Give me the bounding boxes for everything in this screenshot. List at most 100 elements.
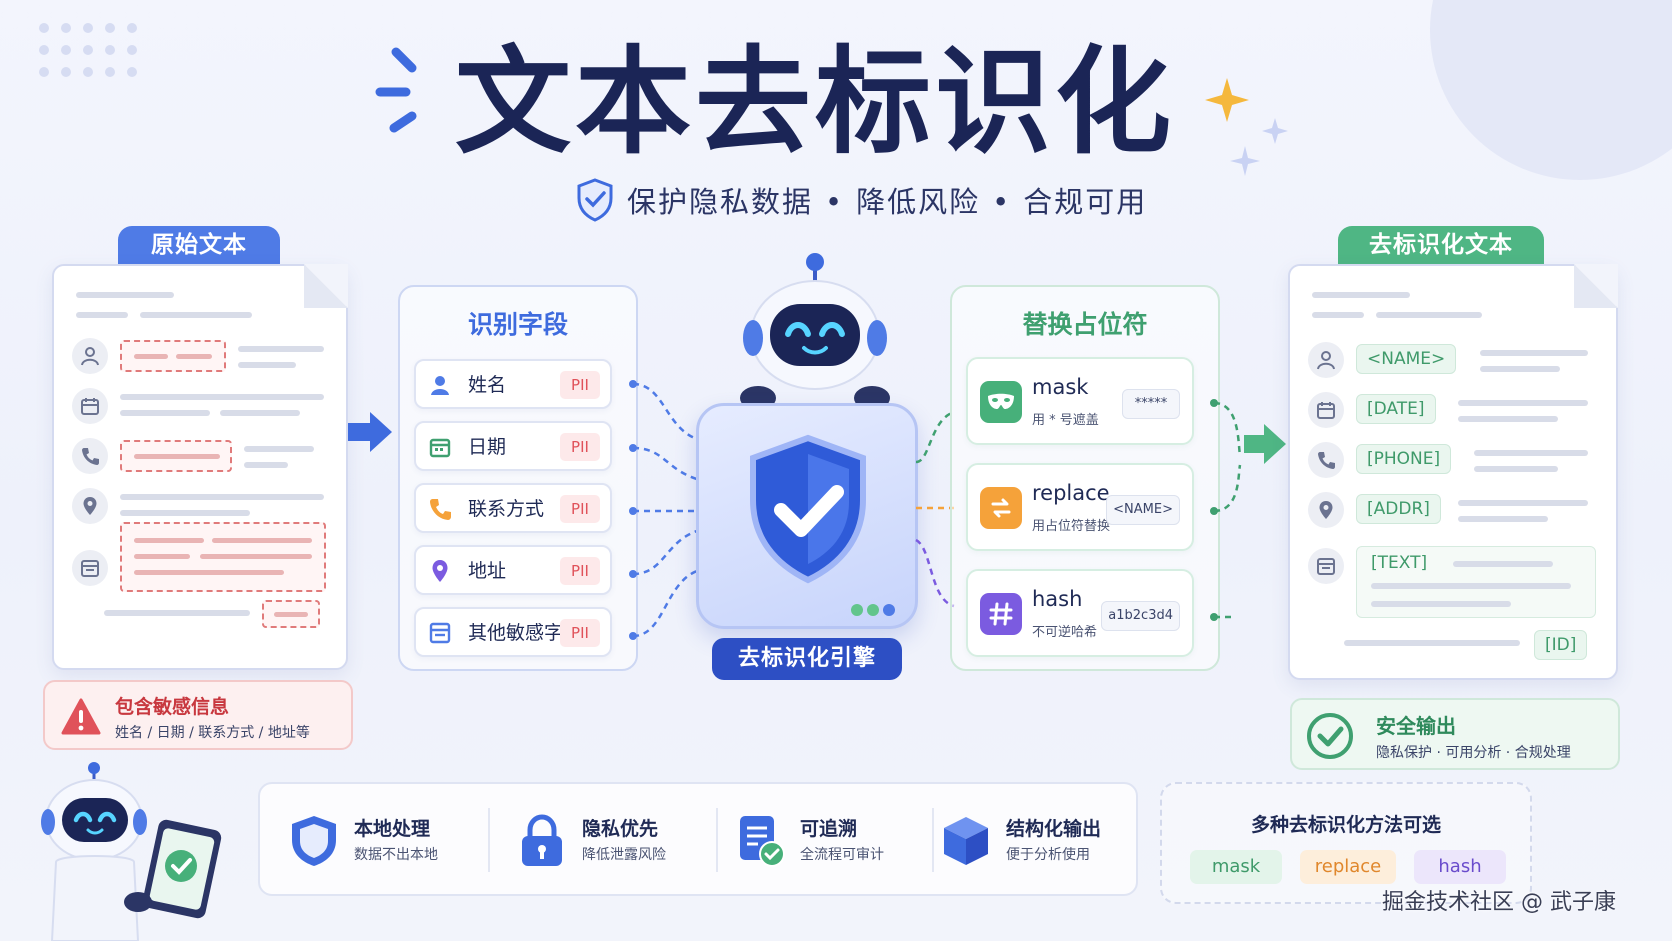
feature-description: 便于分析使用 <box>1006 847 1090 863</box>
flow-arrow-right-icon <box>348 412 392 452</box>
pii-badge: PII <box>560 557 600 585</box>
page-subtitle: 保护隐私数据•降低风险•合规可用 <box>575 178 1147 222</box>
method-example: a1b2c3d4 <box>1101 601 1180 631</box>
placeholder-phone-tag: [PHONE] <box>1356 444 1452 474</box>
person-icon <box>431 376 449 395</box>
page-fold-icon <box>304 264 348 308</box>
original-text-document <box>52 264 348 670</box>
sensitive-name-field <box>120 340 226 372</box>
pii-badge: PII <box>560 619 600 647</box>
feature-title: 可追溯 <box>800 818 858 840</box>
field-item-name[interactable]: 姓名 PII <box>414 359 612 409</box>
methods-options-box: 多种去标识化方法可选 mask replace hash <box>1160 782 1532 904</box>
method-pill-hash[interactable]: hash <box>1414 850 1506 884</box>
placeholder-text-block: [TEXT] <box>1356 546 1596 618</box>
calendar-icon <box>72 388 108 424</box>
engine-block <box>696 403 918 629</box>
safe-output-title: 安全输出 <box>1376 714 1456 738</box>
location-pin-icon <box>432 560 448 582</box>
placeholder-address-tag: [ADDR] <box>1356 494 1441 524</box>
method-replace[interactable]: replace 用占位符替换 <NAME> <box>966 463 1194 551</box>
feature-title: 结构化输出 <box>1006 818 1102 840</box>
method-hash[interactable]: hash 不可逆哈希 a1b2c3d4 <box>966 569 1194 657</box>
identify-fields-title: 识别字段 <box>467 310 568 339</box>
feature-local-processing: 本地处理 数据不出本地 <box>288 814 478 868</box>
page-title: 文本去标识化 <box>455 35 1175 170</box>
phone-icon <box>1308 442 1344 478</box>
placeholder-name-tag: <NAME> <box>1356 344 1457 374</box>
lock-icon <box>522 814 562 866</box>
field-label: 日期 <box>468 436 507 458</box>
field-item-date[interactable]: 日期 PII <box>414 421 612 471</box>
method-mask[interactable]: mask 用 * 号遮盖 ***** <box>966 357 1194 445</box>
field-item-contact[interactable]: 联系方式 PII <box>414 483 612 533</box>
robot-mascot <box>740 253 890 410</box>
feature-structured-output: 结构化输出 便于分析使用 <box>940 814 1130 868</box>
shield-check-icon <box>750 434 866 584</box>
method-connectors <box>915 410 955 608</box>
engine-label: 去标识化引擎 <box>712 638 902 680</box>
mask-icon <box>980 381 1022 423</box>
field-item-address[interactable]: 地址 PII <box>414 545 612 595</box>
methods-options-title: 多种去标识化方法可选 <box>1250 814 1441 836</box>
sensitive-phone-field <box>120 440 232 472</box>
subtitle-part-risk: 降低风险 <box>856 185 981 219</box>
hash-icon <box>980 593 1022 635</box>
field-item-other[interactable]: 其他敏感字段 PII <box>414 607 612 657</box>
note-icon <box>1308 548 1344 584</box>
sensitive-info-warning: 包含敏感信息 姓名 / 日期 / 联系方式 / 地址等 <box>43 680 353 750</box>
calendar-icon <box>1308 392 1344 428</box>
deidentified-text-tab: 去标识化文本 <box>1338 226 1544 266</box>
field-label: 其他敏感字段 <box>468 622 583 644</box>
placeholder-id-tag: [ID] <box>1534 630 1588 660</box>
feature-privacy-first: 隐私优先 降低泄露风险 <box>516 814 706 868</box>
check-circle-icon <box>1307 713 1353 759</box>
calendar-icon <box>429 438 451 458</box>
field-label: 联系方式 <box>468 498 545 520</box>
page-fold-icon <box>1574 264 1618 308</box>
feature-description: 数据不出本地 <box>354 847 438 863</box>
method-pill-mask[interactable]: mask <box>1190 850 1282 884</box>
safe-output-box: 安全输出 隐私保护 · 可用分析 · 合规处理 <box>1290 698 1620 770</box>
decor-dots-left <box>39 23 137 77</box>
shield-icon <box>292 816 336 866</box>
title-sparkle-lines-icon <box>375 47 417 133</box>
method-pill-replace[interactable]: replace <box>1300 850 1396 884</box>
subtitle-part-compliance: 合规可用 <box>1023 185 1148 219</box>
feature-title: 本地处理 <box>354 818 431 840</box>
location-pin-icon <box>1308 492 1344 528</box>
method-example: ***** <box>1122 389 1180 419</box>
swap-icon <box>980 487 1022 529</box>
person-icon <box>1308 342 1344 378</box>
original-text-tab: 原始文本 <box>118 226 280 266</box>
audit-doc-icon <box>740 816 785 867</box>
placeholder-date-tag: [DATE] <box>1356 394 1436 424</box>
output-connectors <box>1210 399 1242 621</box>
method-description: 用 * 号遮盖 <box>1032 413 1099 428</box>
safe-output-description: 隐私保护 · 可用分析 · 合规处理 <box>1376 745 1571 761</box>
sensitive-id-field <box>262 600 320 628</box>
placeholder-text-tag: [TEXT] <box>1371 553 1428 573</box>
location-pin-icon <box>72 488 108 524</box>
field-label: 姓名 <box>468 374 507 396</box>
sparkle-icon <box>1205 78 1288 176</box>
pii-badge: PII <box>560 495 600 523</box>
method-description: 不可逆哈希 <box>1032 625 1098 640</box>
feature-description: 降低泄露风险 <box>582 847 666 863</box>
pii-badge: PII <box>560 371 600 399</box>
flow-arrow-right-icon <box>1244 424 1286 464</box>
feature-bar: 本地处理 数据不出本地 隐私优先 降低泄露风险 可追溯 全流程可审计 <box>258 782 1138 896</box>
sensitive-text-block <box>120 522 326 592</box>
pii-badge: PII <box>560 433 600 461</box>
note-icon <box>72 550 108 586</box>
method-description: 用占位符替换 <box>1032 519 1111 534</box>
shield-check-icon <box>577 178 613 222</box>
field-label: 地址 <box>468 560 507 582</box>
phone-icon <box>430 499 451 520</box>
feature-description: 全流程可审计 <box>800 847 884 863</box>
warning-triangle-icon <box>61 698 101 735</box>
subtitle-separator: • <box>992 185 1012 219</box>
decor-circle <box>1430 0 1672 180</box>
person-icon <box>72 338 108 374</box>
robot-with-tablet <box>41 762 222 941</box>
